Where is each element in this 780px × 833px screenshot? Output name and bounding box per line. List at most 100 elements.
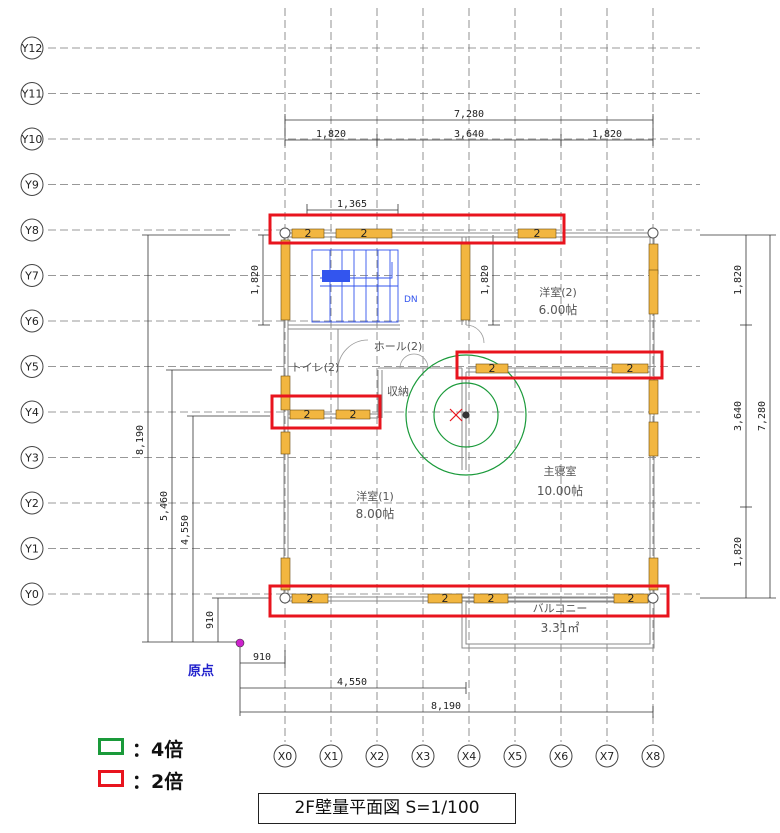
svg-text:2: 2 [489,362,496,375]
brace-horizontal: 2 [335,408,371,421]
dim-bottom-8190: 8,190 [431,701,461,712]
room-hall: ホール(2) [374,340,423,353]
legend-green-label: ：4倍 [132,739,184,761]
svg-text:2: 2 [628,592,635,605]
row-bubble-y4: Y4 [20,400,44,424]
row-label: Y8 [24,224,39,237]
dim-top-total: 7,280 [454,109,484,120]
dim-right-bottom: 1,820 [733,537,744,567]
brace-horizontal: 2 [335,227,393,240]
room-western2-name: 洋室(2) [539,285,577,299]
row-label: Y11 [21,88,43,101]
highlight-y4-walls [270,394,382,430]
brace-horizontal: 2 [475,362,509,375]
room-western2-size: 6.00帖 [539,302,578,317]
row-label: Y12 [21,42,43,55]
row-label: Y10 [21,133,43,146]
svg-text:2: 2 [350,408,357,421]
room-western1-name: 洋室(1) [356,489,394,503]
dim-right-top: 1,820 [733,265,744,295]
svg-text:2: 2 [305,227,312,240]
col-bubble-x3: X3 [411,744,435,768]
brace-vertical [280,239,291,321]
col-bubble-x7: X7 [595,744,619,768]
dim-left-5460: 5,460 [159,491,170,521]
dim-stair-width: 1,365 [337,199,367,210]
row-bubble-y6: Y6 [20,309,44,333]
col-label: X0 [278,750,293,763]
dim-top-right: 1,820 [592,129,622,140]
row-bubble-y1: Y1 [20,537,44,560]
room-toilet: トイレ(2) [291,361,340,374]
brace-horizontal: 2 [613,592,649,605]
brace-vertical [280,375,291,411]
dimension-labels: 7,280 1,820 3,640 1,820 1,365 1,820 1,82… [135,109,768,712]
highlight-y8-walls [268,213,566,245]
dimension-lines [142,114,776,718]
highlight-y5-walls [455,350,664,380]
dim-top-left: 1,820 [316,129,346,140]
brace-vertical [648,243,659,275]
corner-columns [279,227,659,604]
room-balcony-name: バルコニー [533,602,588,615]
room-master-name: 主寝室 [544,464,577,478]
brace-vertical [280,431,291,455]
room-balcony-size: 3.31㎡ [541,621,580,635]
row-label: Y6 [24,315,39,328]
row-label: Y7 [24,270,39,283]
col-label: X7 [600,750,615,763]
col-label: X6 [554,750,569,763]
brace-vertical [648,269,659,315]
dim-bottom-910: 910 [253,652,271,663]
dim-left-4550: 4,550 [180,515,191,545]
dim-mid-wall-height: 1,820 [480,265,491,295]
brace-horizontal: 2 [473,592,509,605]
origin-label: 原点 [188,663,214,679]
col-bubble-x8: X8 [641,744,665,768]
row-label: Y3 [24,452,39,465]
row-bubble-y9: Y9 [20,173,44,196]
legend-red-swatch [98,770,124,787]
row-bubble-y8: Y8 [20,218,44,242]
brace-horizontal: 2 [291,592,329,605]
col-label: X5 [508,750,523,763]
door-swings [337,324,485,371]
row-bubble-y2: Y2 [20,491,44,515]
col-bubble-x6: X6 [549,744,573,768]
dim-left-910: 910 [205,611,216,629]
col-label: X3 [416,750,431,763]
svg-text:2: 2 [627,362,634,375]
svg-text:2: 2 [361,227,368,240]
stair-dn-label: DN [404,295,418,305]
drawing-title: 2F壁量平面図 S=1/100 [258,793,516,824]
row-bubble-y10: Y10 [20,127,44,151]
row-label: Y5 [24,361,39,374]
col-bubble-x5: X5 [503,744,527,768]
row-bubble-y0: Y0 [20,582,44,606]
red-2x-highlights [268,213,670,618]
svg-text:2: 2 [307,592,314,605]
row-bubble-y12: Y12 [20,36,44,60]
staircase: DN [311,249,418,323]
col-bubble-x1: X1 [319,744,343,768]
row-label: Y4 [24,406,39,419]
brace-horizontal: 2 [289,408,325,421]
brace-vertical [460,243,471,321]
brace-vertical [648,421,659,457]
legend-green-swatch [98,738,124,755]
legend-red-label: ：2倍 [132,771,184,793]
col-label: X4 [462,750,477,763]
dim-left-overall: 8,190 [135,425,146,455]
brace-vertical [280,557,291,591]
room-western1-size: 8.00帖 [356,506,395,521]
dim-bottom-4550: 4,550 [337,677,367,688]
row-bubble-y11: Y11 [20,82,44,105]
svg-text:2: 2 [534,227,541,240]
grid-lines [48,8,700,742]
room-labels: 洋室(2) 6.00帖 ホール(2) トイレ(2) 収納 主寝室 10.00帖 … [291,285,588,635]
row-label: Y1 [24,543,39,556]
